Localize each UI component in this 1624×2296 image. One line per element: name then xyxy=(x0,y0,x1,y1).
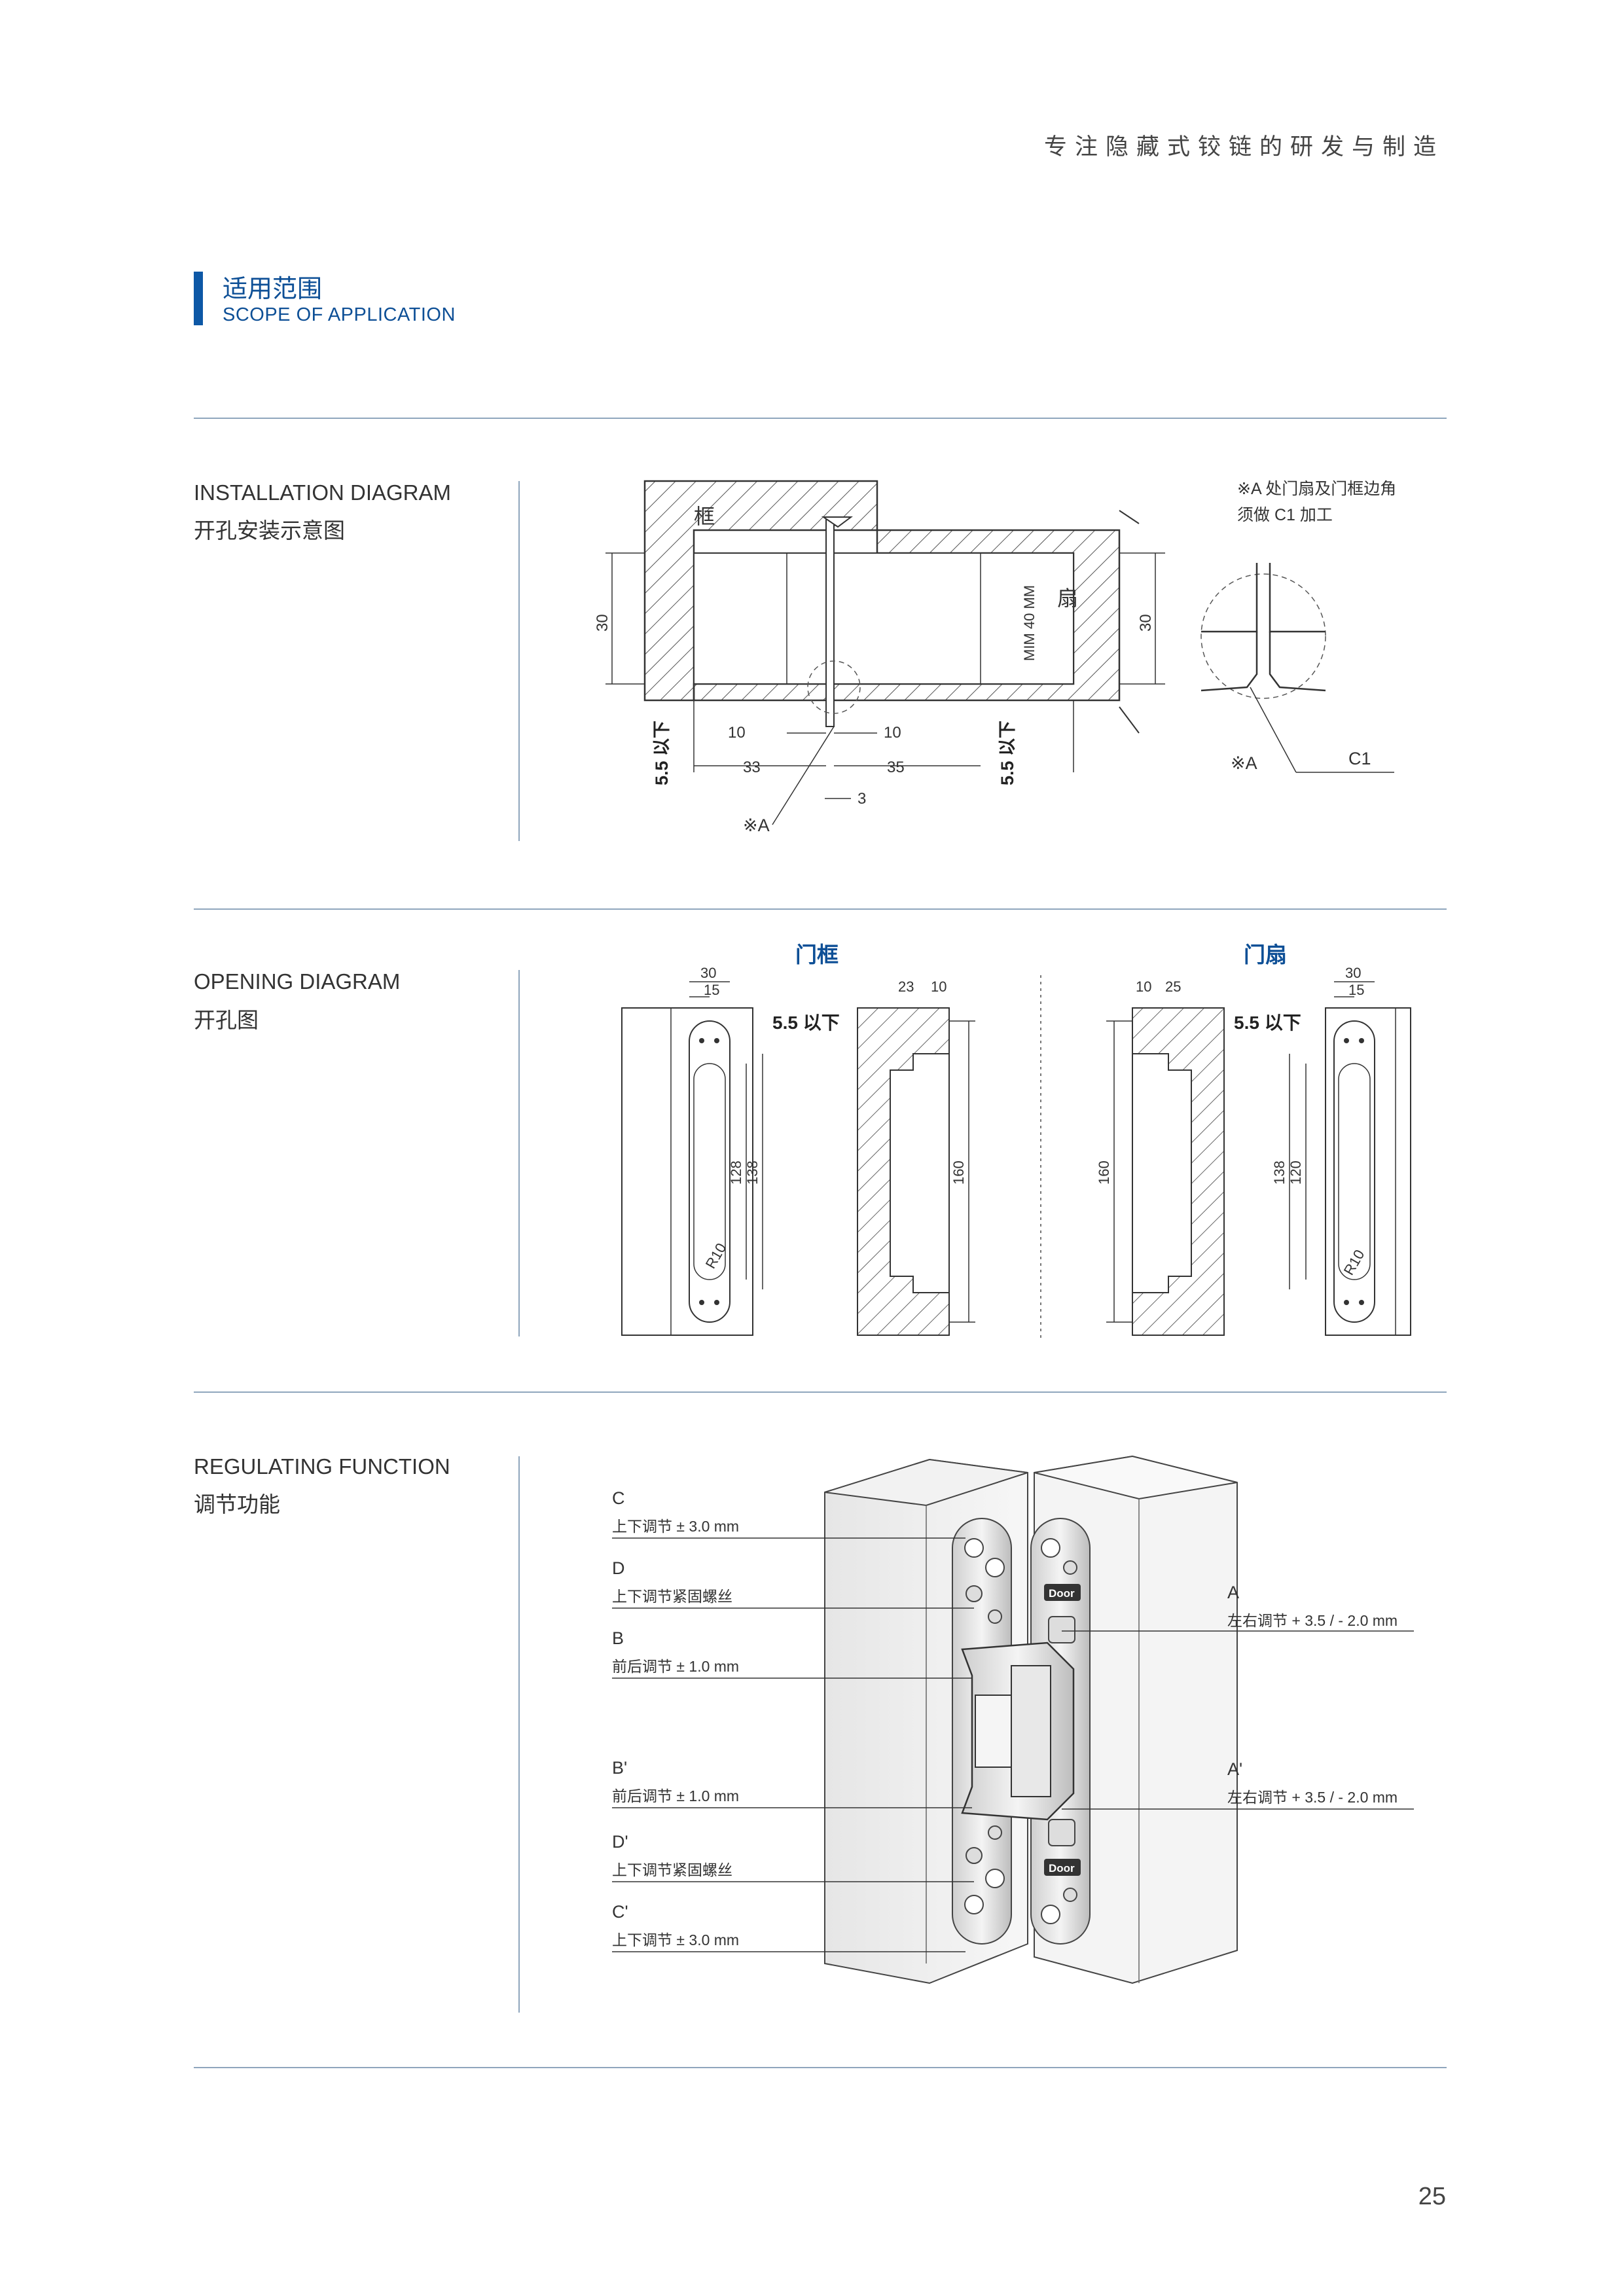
callout-c: C 上下调节 ± 3.0 mm xyxy=(612,1488,965,1539)
frame-section xyxy=(643,480,878,702)
svg-text:B': B' xyxy=(612,1758,627,1778)
detail-mark-a: ※A xyxy=(1231,753,1257,773)
divider-1 xyxy=(194,418,1447,419)
sash-dim-15: 15 xyxy=(1348,982,1364,998)
vdivider-installation xyxy=(518,481,520,841)
frame-title: 门框 xyxy=(795,942,839,967)
svg-text:D: D xyxy=(612,1558,625,1578)
divider-2 xyxy=(194,908,1447,910)
callout-b-prime: B' 前后调节 ± 1.0 mm xyxy=(612,1758,972,1808)
dim-33: 33 xyxy=(743,759,761,776)
brand-mark-bottom: Door xyxy=(1049,1862,1075,1874)
dim-left-10: 10 xyxy=(728,724,746,742)
dim-3: 3 xyxy=(857,790,866,808)
svg-text:上下调节 ± 3.0 mm: 上下调节 ± 3.0 mm xyxy=(612,1518,739,1535)
section-accent-bar xyxy=(194,272,203,325)
sash-title: 门扇 xyxy=(1244,942,1287,967)
sash-dim-120: 120 xyxy=(1288,1160,1304,1185)
note-line2: 须做 C1 加工 xyxy=(1237,506,1333,524)
callout-d-prime: D' 上下调节紧固螺丝 xyxy=(612,1832,974,1882)
svg-text:A: A xyxy=(1227,1583,1239,1602)
frame-dim-30: 30 xyxy=(700,965,716,981)
callout-a-prime: A' 左右调节 + 3.5 / - 2.0 mm xyxy=(1062,1759,1414,1810)
frame-dim-138: 138 xyxy=(744,1160,761,1185)
svg-text:左右调节 + 3.5 / - 2.0 mm: 左右调节 + 3.5 / - 2.0 mm xyxy=(1227,1789,1398,1806)
callout-b: B 前后调节 ± 1.0 mm xyxy=(612,1628,972,1679)
svg-text:C': C' xyxy=(612,1902,628,1922)
opening-diagram: 门框 门扇 R10 30 15 5.5 以下 128 138 160 23 10… xyxy=(621,942,1411,1342)
opening-label-cn: 开孔图 xyxy=(194,1008,259,1032)
callout-a: A 左右调节 + 3.5 / - 2.0 mm xyxy=(1062,1583,1414,1632)
sash-label: 扇 xyxy=(1057,586,1078,610)
opening-label-en: OPENING DIAGRAM xyxy=(194,969,401,994)
frame-dim-128: 128 xyxy=(728,1160,744,1185)
frame-dim-23: 23 xyxy=(898,978,914,995)
vdivider-regulating xyxy=(518,1456,520,2013)
svg-text:D': D' xyxy=(612,1832,628,1852)
callout-c-prime: C' 上下调节 ± 3.0 mm xyxy=(612,1902,965,1952)
svg-text:上下调节紧固螺丝: 上下调节紧固螺丝 xyxy=(612,1861,732,1878)
header-tagline: 专注隐藏式铰链的研发与制造 xyxy=(1043,134,1444,160)
sash-dim-25: 25 xyxy=(1165,978,1181,995)
section-title-en: SCOPE OF APPLICATION xyxy=(223,304,456,325)
divider-4 xyxy=(194,2067,1447,2068)
sash-dim-55: 5.5 以下 xyxy=(1234,1013,1301,1033)
regulating-diagram: Door Door C 上下调节 ± 3.0 mm D 上下调节紧固螺丝 B 前… xyxy=(612,1455,1414,1984)
section-title-cn: 适用范围 xyxy=(223,276,323,303)
sash-dim-30: 30 xyxy=(1345,965,1361,981)
sash-dim-10: 10 xyxy=(1136,978,1151,995)
svg-text:左右调节 + 3.5 / - 2.0 mm: 左右调节 + 3.5 / - 2.0 mm xyxy=(1227,1612,1398,1629)
page-number: 25 xyxy=(1418,2183,1446,2210)
installation-label-cn: 开孔安装示意图 xyxy=(194,518,345,543)
sash-dim-160: 160 xyxy=(1096,1160,1112,1185)
min-thickness-label: MIM 40 MM xyxy=(1021,585,1038,661)
svg-text:C: C xyxy=(612,1488,625,1508)
dim-35: 35 xyxy=(887,759,905,776)
sash-dim-138: 138 xyxy=(1271,1160,1288,1185)
callout-d: D 上下调节紧固螺丝 xyxy=(612,1558,974,1609)
frame-label: 框 xyxy=(694,505,715,528)
divider-3 xyxy=(194,1391,1447,1393)
dim-right-30: 30 xyxy=(1137,614,1155,632)
dim-55-left: 5.5 以下 xyxy=(652,721,672,785)
dim-55-right: 5.5 以下 xyxy=(998,721,1017,785)
svg-text:上下调节紧固螺丝: 上下调节紧固螺丝 xyxy=(612,1588,732,1605)
svg-text:B: B xyxy=(612,1628,624,1648)
detail-c1: C1 xyxy=(1348,749,1371,768)
vdivider-opening xyxy=(518,970,520,1336)
svg-text:前后调节 ± 1.0 mm: 前后调节 ± 1.0 mm xyxy=(612,1658,739,1675)
frame-dim-10: 10 xyxy=(931,978,947,995)
frame-dim-55: 5.5 以下 xyxy=(772,1013,840,1033)
dim-left-30: 30 xyxy=(594,614,611,632)
regulating-label-cn: 调节功能 xyxy=(194,1492,280,1516)
dim-right-10: 10 xyxy=(884,724,901,742)
installation-label-en: INSTALLATION DIAGRAM xyxy=(194,480,452,505)
brand-mark-top: Door xyxy=(1049,1587,1075,1600)
svg-text:上下调节 ± 3.0 mm: 上下调节 ± 3.0 mm xyxy=(612,1931,739,1948)
installation-diagram: 30 30 框 扇 MIM 40 MM 10 10 33 35 3 5.5 以下… xyxy=(594,480,1396,835)
frame-dim-15: 15 xyxy=(704,982,719,998)
frame-dim-160: 160 xyxy=(950,1160,967,1185)
mark-a: ※A xyxy=(743,816,770,835)
svg-text:前后调节 ± 1.0 mm: 前后调节 ± 1.0 mm xyxy=(612,1787,739,1804)
regulating-label-en: REGULATING FUNCTION xyxy=(194,1454,450,1479)
note-line1: ※A 处门扇及门框边角 xyxy=(1237,480,1396,498)
svg-text:A': A' xyxy=(1227,1759,1242,1779)
